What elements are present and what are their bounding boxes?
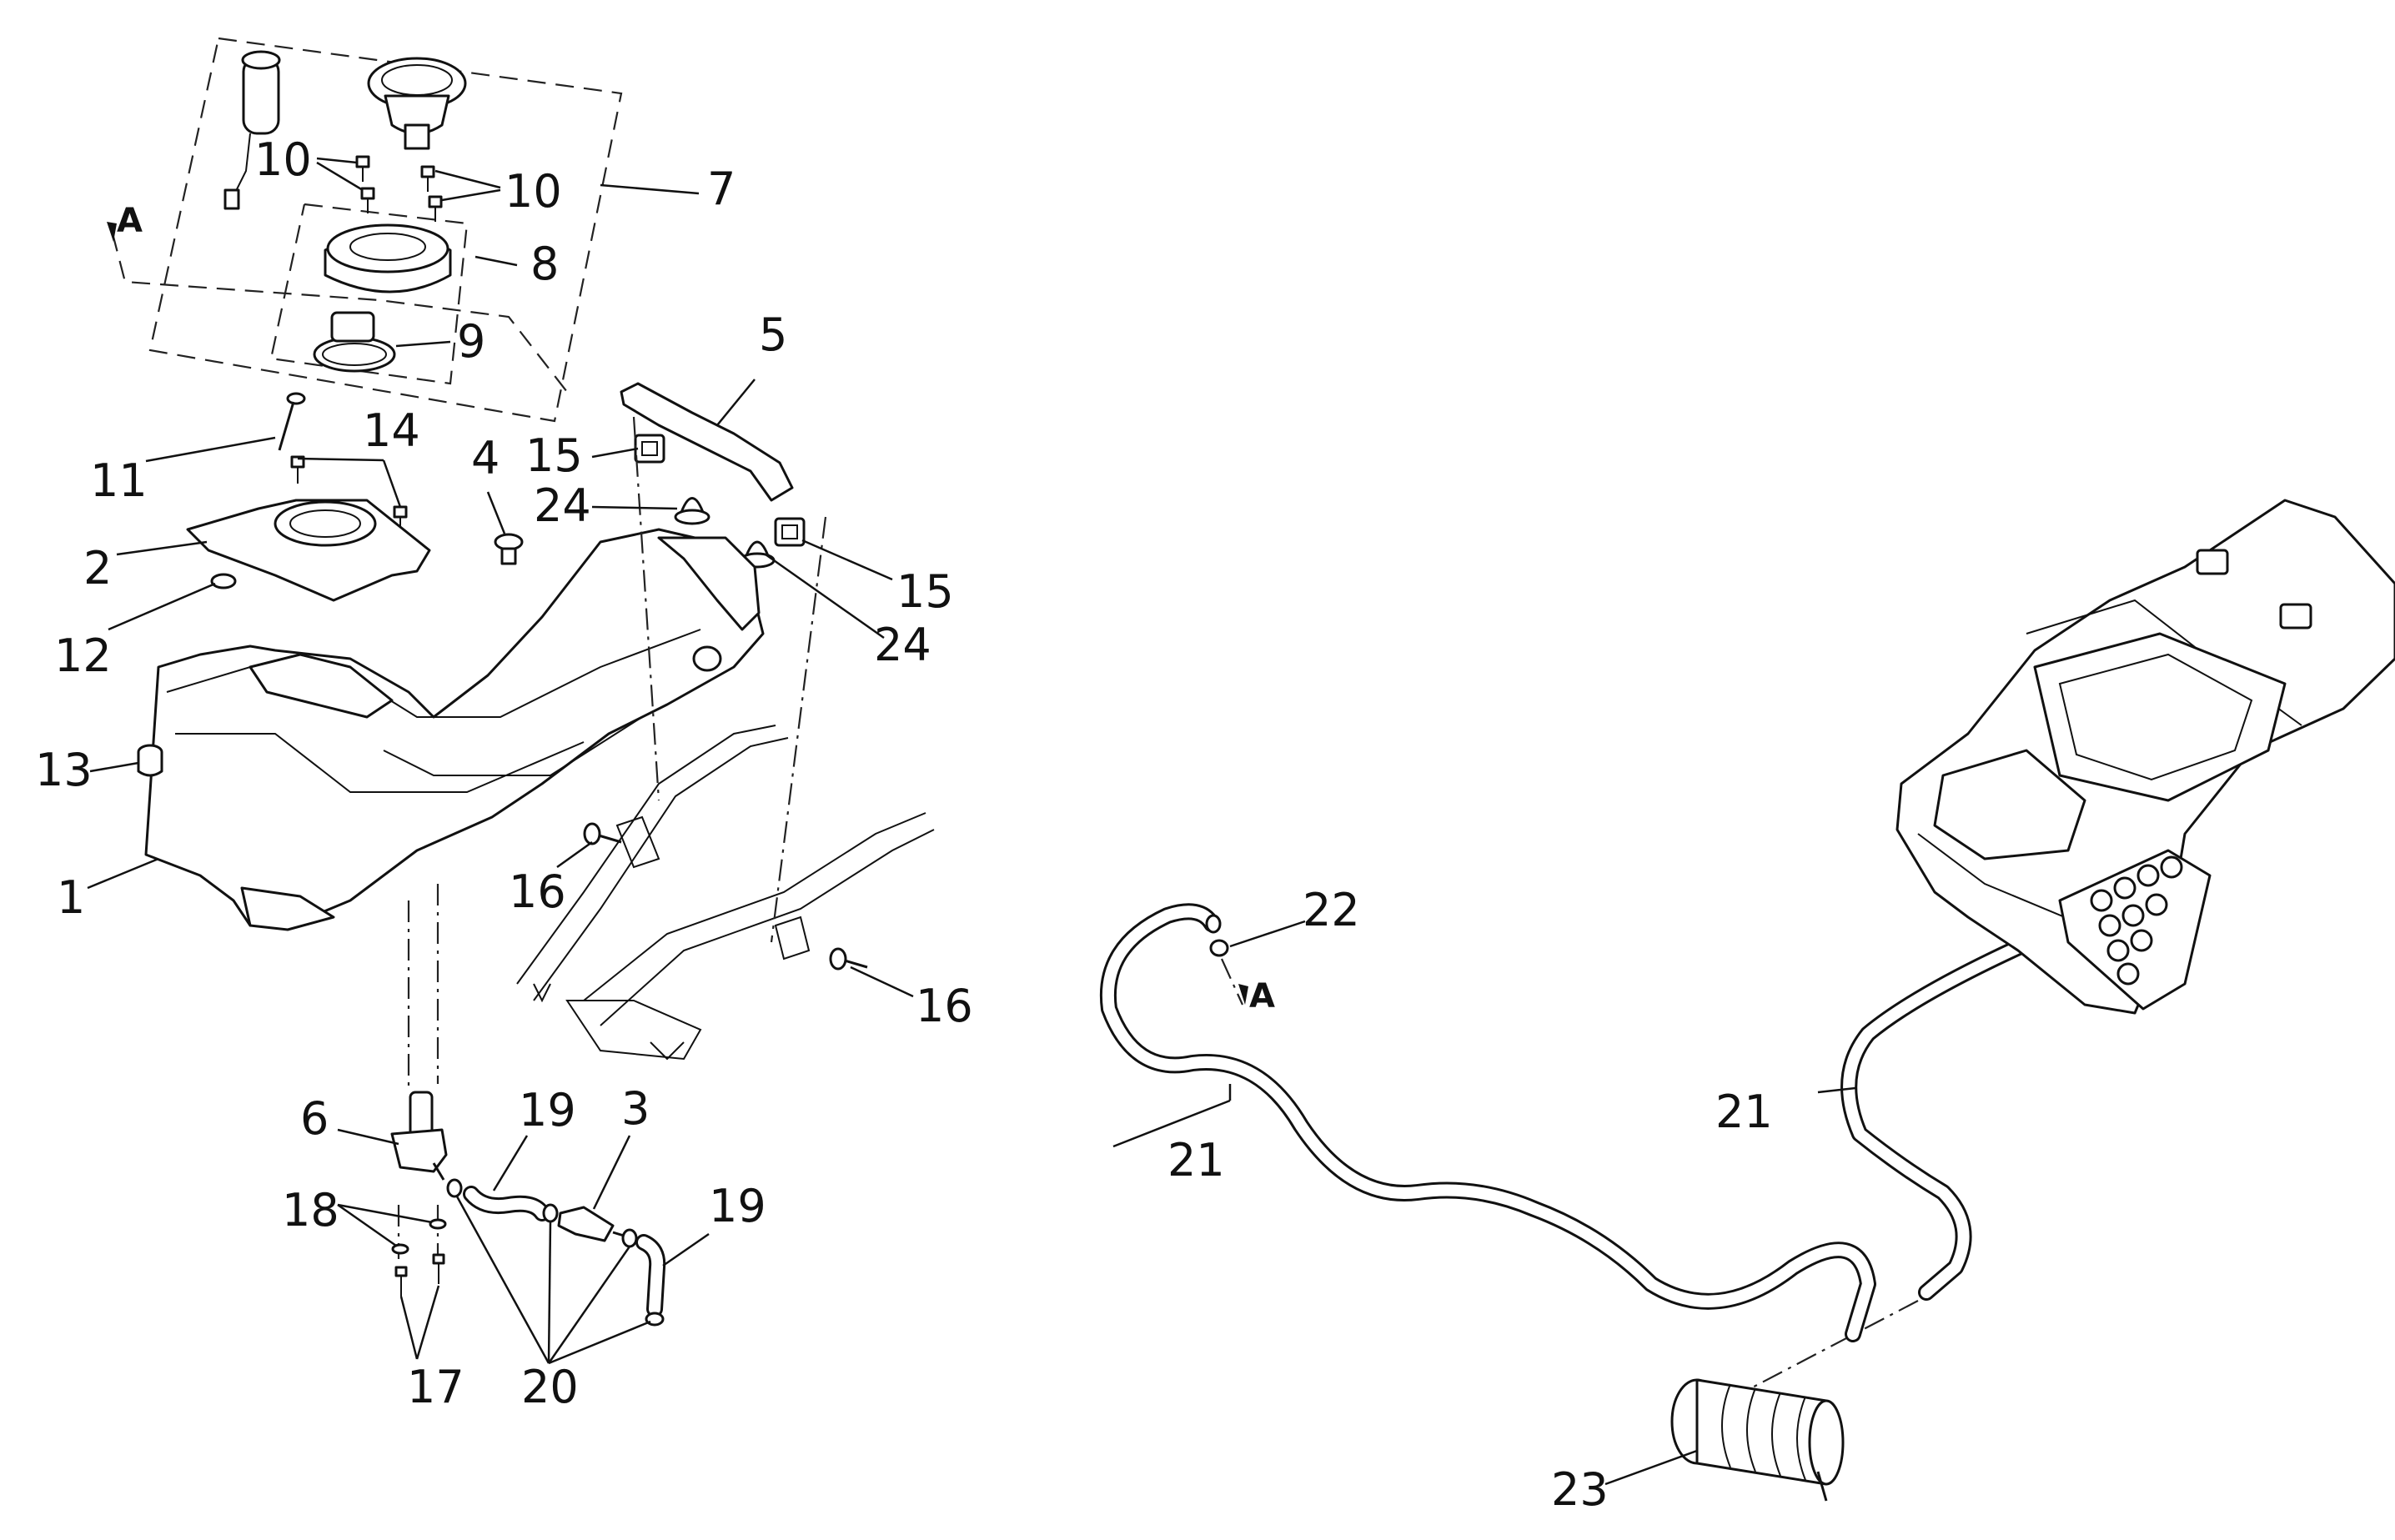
frame-section-part xyxy=(516,725,935,1061)
canister-part xyxy=(1670,1378,1845,1502)
fuel-sender-part xyxy=(223,50,281,210)
callout-3: 3 xyxy=(621,1082,650,1135)
callout-23: 23 xyxy=(1551,1463,1609,1516)
cap-22-part xyxy=(1205,914,1229,957)
callout-24-right: 24 xyxy=(874,619,931,671)
tank-bracket-part xyxy=(186,499,431,602)
callout-10-right: 10 xyxy=(505,165,562,218)
bolt-16-right xyxy=(829,947,868,971)
callout-1: 1 xyxy=(57,871,85,924)
seal-part xyxy=(313,311,396,373)
callout-22: 22 xyxy=(1303,884,1360,936)
callout-21-right: 21 xyxy=(1715,1086,1773,1138)
callout-15-left: 15 xyxy=(525,429,583,482)
fuel-filter-part xyxy=(557,1206,625,1242)
fuel-tap-part xyxy=(390,1091,448,1181)
callout-17: 17 xyxy=(407,1361,464,1413)
section-line-a-top xyxy=(111,233,568,393)
group-box-8 xyxy=(269,203,469,385)
assembly-lines xyxy=(397,416,1919,1393)
callout-14: 14 xyxy=(363,404,420,457)
callout-6: 6 xyxy=(300,1092,329,1145)
leader-lines xyxy=(87,157,1856,1486)
bolt-17-group xyxy=(394,1253,445,1297)
group-box-7 xyxy=(148,37,623,423)
fuel-tank-part xyxy=(144,528,765,931)
callout-20: 20 xyxy=(521,1361,579,1413)
callout-15-right: 15 xyxy=(896,565,954,618)
callout-18: 18 xyxy=(282,1184,339,1237)
callout-8: 8 xyxy=(530,238,559,290)
callout-12: 12 xyxy=(54,630,112,682)
callout-4: 4 xyxy=(471,432,500,484)
vent-hose-right xyxy=(1840,930,2047,1301)
grommet-13-part xyxy=(137,744,163,777)
washer-18-group xyxy=(391,1218,447,1255)
callout-2: 2 xyxy=(83,542,112,594)
bolt-16-left xyxy=(583,822,622,845)
hose-19-right xyxy=(635,1234,666,1317)
callout-24-left: 24 xyxy=(534,479,591,532)
bolt-10-group xyxy=(355,155,443,222)
callout-16-left: 16 xyxy=(509,865,566,918)
bolt-11-part xyxy=(278,392,306,451)
callout-19-left: 19 xyxy=(519,1084,576,1136)
filler-ring-part xyxy=(324,223,452,293)
callout-19-right: 19 xyxy=(709,1180,766,1232)
buffer-24-left xyxy=(674,497,710,525)
callout-11: 11 xyxy=(90,454,148,507)
grommet-4-part xyxy=(494,533,524,565)
callout-10-left: 10 xyxy=(254,133,312,186)
callout-21-left: 21 xyxy=(1167,1134,1225,1186)
section-ref-a-top: A xyxy=(117,202,143,240)
callout-5: 5 xyxy=(759,309,787,361)
vent-hose-left xyxy=(1099,903,1876,1342)
section-ref-a-bottom: A xyxy=(1249,977,1275,1016)
callout-9: 9 xyxy=(457,315,485,368)
mount-bracket-part xyxy=(620,382,794,502)
hose-19-left xyxy=(463,1186,550,1221)
callout-7: 7 xyxy=(707,163,736,215)
callout-16-right: 16 xyxy=(916,980,973,1032)
clip-15-left xyxy=(634,434,665,464)
callout-labels: 1 2 3 4 5 6 7 8 9 10 10 11 12 13 14 15 1… xyxy=(35,133,1773,1516)
tail-unit-part xyxy=(1895,499,2395,1015)
callout-13: 13 xyxy=(35,744,93,796)
clip-15-right xyxy=(774,517,806,547)
fuel-cap-part xyxy=(367,57,467,150)
